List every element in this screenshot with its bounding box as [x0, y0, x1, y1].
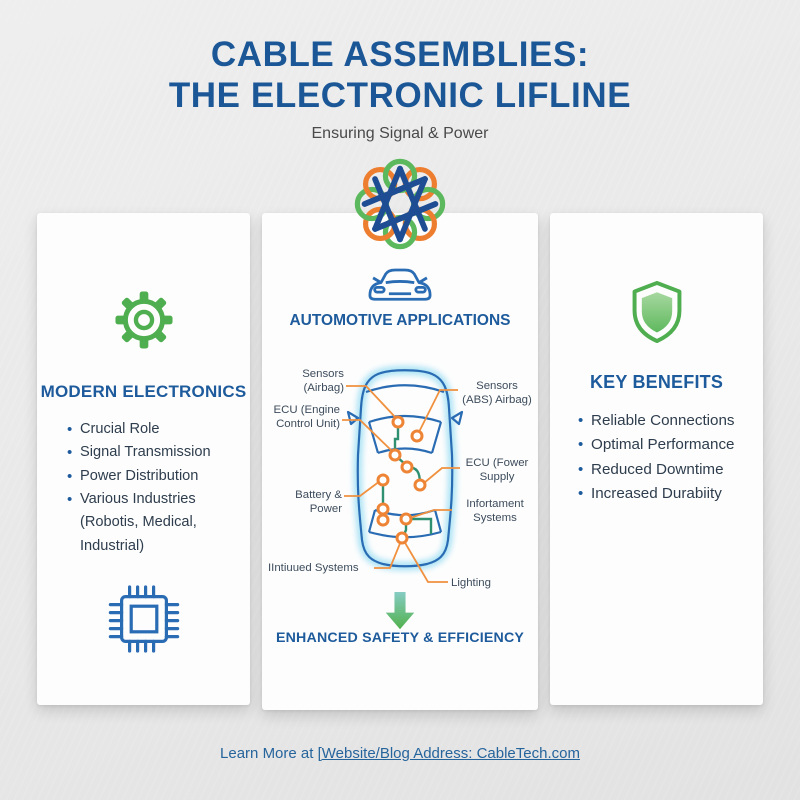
car-front-icon: [262, 265, 538, 310]
label-infotainment: Infortament Systems: [466, 498, 524, 524]
leader-lines: [342, 385, 460, 583]
header: CABLE ASSEMBLIES: THE ELECTRONIC LIFLINE…: [0, 34, 800, 143]
down-arrow-icon: [262, 592, 538, 635]
list-item: Reduced Downtime: [578, 458, 753, 482]
page-title-line2: THE ELECTRONIC LIFLINE: [168, 76, 632, 116]
footer: Learn More at [Website/Blog Address: Cab…: [0, 745, 800, 762]
list-item: Optimal Performance: [578, 433, 753, 457]
list-item: Signal Transmission: [67, 441, 240, 465]
automotive-caption: ENHANCED SAFETY & EFFICIENCY: [275, 630, 525, 646]
page-title-line1: CABLE ASSEMBLIES:: [210, 35, 590, 74]
label-battery-power: Battery & Power: [295, 489, 342, 515]
list-item: Crucial Role: [67, 418, 240, 442]
list-item: Reliable Connections: [578, 409, 753, 433]
modern-electronics-heading: MODERN ELECTRONICS: [40, 382, 247, 401]
list-item: Power Distribution: [67, 465, 240, 489]
label-ecu-engine: ECU (Engine Control Unit): [273, 404, 340, 430]
key-benefits-list: Reliable Connections Optimal Performance…: [550, 409, 763, 506]
connector-nodes: [376, 415, 427, 545]
footer-text: Learn More at: [220, 745, 318, 762]
car-wiring-diagram: Sensors (Airbag) ECU (Engine Control Uni…: [262, 360, 538, 595]
page-subtitle: Ensuring Signal & Power: [311, 124, 489, 142]
automotive-heading: AUTOMOTIVE APPLICATIONS: [289, 312, 511, 329]
card-automotive-applications: AUTOMOTIVE APPLICATIONS: [262, 213, 538, 710]
page-title: CABLE ASSEMBLIES: THE ELECTRONIC LIFLINE: [0, 34, 800, 117]
footer-link[interactable]: [Website/Blog Address: CableTech.com: [317, 745, 580, 762]
shield-icon: [550, 279, 763, 350]
card-key-benefits: KEY BENEFITS Reliable Connections Optima…: [550, 213, 763, 705]
label-sensors-airbag: Sensors (Airbag): [302, 368, 344, 394]
modern-electronics-list: Crucial Role Signal Transmission Power D…: [37, 418, 250, 558]
card-modern-electronics: MODERN ELECTRONICS Crucial Role Signal T…: [37, 213, 250, 705]
car-outline: [346, 369, 464, 568]
list-item: Various Industries (Robotis, Medical, In…: [67, 488, 240, 558]
label-sensors-abs: Sensors (ABS) Airbag): [462, 380, 532, 406]
chip-icon: [37, 582, 250, 661]
list-item: Increased Durabiity: [578, 482, 753, 506]
label-lighting: Lighting: [451, 577, 491, 589]
key-benefits-heading: KEY BENEFITS: [589, 372, 724, 392]
knot-logo-icon: [348, 152, 452, 256]
label-ecu-power: ECU (Fower Supply: [465, 457, 529, 483]
gear-icon: [37, 289, 250, 356]
label-induced-systems: IIntiuued Systems: [268, 562, 359, 574]
